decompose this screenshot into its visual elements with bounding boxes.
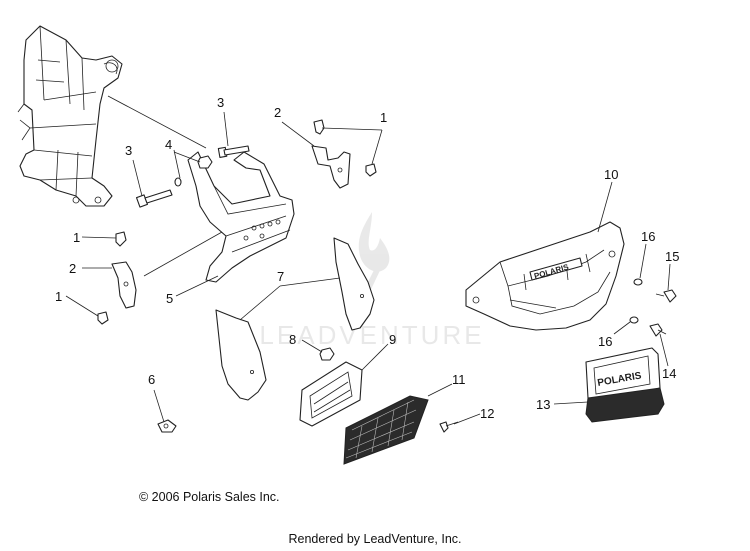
callout-2-upper: 2 — [274, 105, 281, 120]
mount-bracket-left — [97, 231, 137, 325]
bolt-14 — [649, 323, 667, 337]
front-panel: POLARIS — [585, 347, 665, 423]
rendered-by-text: Rendered by LeadVenture, Inc. — [288, 532, 462, 546]
callout-9: 9 — [389, 332, 396, 347]
callout-5: 5 — [166, 291, 173, 306]
callout-labels: 1 2 3 3 4 1 2 1 5 6 7 8 9 10 11 12 13 14… — [55, 95, 679, 421]
washer-16-lower — [629, 316, 639, 324]
callout-15: 15 — [665, 249, 679, 264]
leader-lines — [65, 95, 671, 425]
callout-6: 6 — [148, 372, 155, 387]
callout-13: 13 — [536, 397, 550, 412]
bolt-3-lower — [135, 189, 173, 208]
callout-1-upper: 1 — [380, 110, 387, 125]
fastener-6 — [157, 419, 177, 433]
vehicle-frame — [17, 25, 123, 207]
front-support-bracket — [187, 151, 295, 283]
watermark: LEADVENTURE — [259, 212, 484, 350]
mount-bracket-upper — [311, 119, 377, 189]
side-panel-left — [215, 309, 267, 401]
callout-14: 14 — [662, 366, 676, 381]
bolt-15 — [655, 289, 677, 303]
callout-7: 7 — [277, 269, 284, 284]
callout-3-upper: 3 — [217, 95, 224, 110]
callout-8: 8 — [289, 332, 296, 347]
watermark-text: LEADVENTURE — [259, 320, 484, 350]
callout-1-left-upper: 1 — [73, 230, 80, 245]
callout-2-left: 2 — [69, 261, 76, 276]
callout-16-upper: 16 — [641, 229, 655, 244]
callout-3-lower: 3 — [125, 143, 132, 158]
callout-4: 4 — [165, 137, 172, 152]
washer-16-upper — [633, 278, 643, 286]
copyright-text: © 2006 Polaris Sales Inc. — [139, 490, 280, 504]
callout-1-left-lower: 1 — [55, 289, 62, 304]
bolt-3-upper — [217, 145, 250, 158]
callout-11: 11 — [452, 372, 466, 387]
callout-12: 12 — [480, 406, 494, 421]
callout-10: 10 — [604, 167, 618, 182]
grille-frame — [299, 361, 363, 427]
screw-12 — [439, 421, 459, 433]
nut-8 — [319, 347, 335, 361]
front-bumper: POLARIS — [465, 221, 625, 331]
side-panel-right — [333, 237, 375, 331]
callout-16-lower: 16 — [598, 334, 612, 349]
mesh-screen — [343, 395, 429, 465]
nut-4 — [174, 155, 213, 187]
